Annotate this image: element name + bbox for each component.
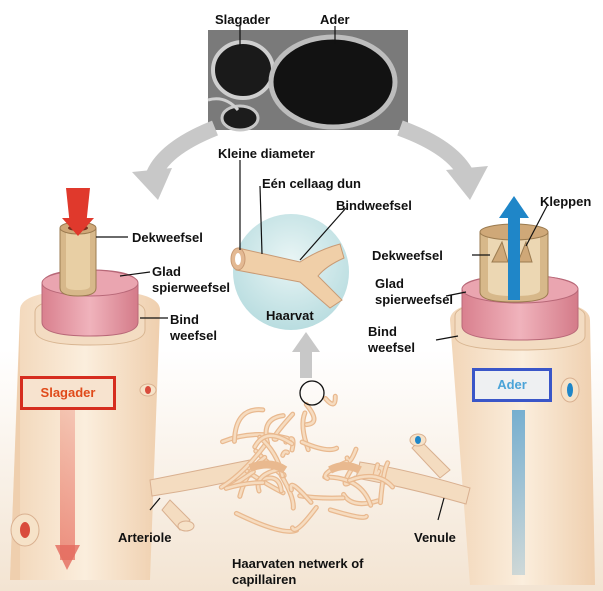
arteriole-label: Arteriole <box>118 530 171 545</box>
vein-connective-label-1: Bind <box>368 324 397 339</box>
capillary-connective-label: Bindweefsel <box>336 198 412 213</box>
network-caption-line-2: capillairen <box>232 572 296 587</box>
capillary-small-diameter-label: Kleine diameter <box>218 146 315 161</box>
vein-valves-label: Kleppen <box>540 194 591 209</box>
arrow-network-to-capillary-head <box>292 332 320 352</box>
capillary-one-cell-layer-label: Eén cellaag dun <box>262 176 361 191</box>
arrow-to-vein-head <box>446 166 488 200</box>
artery-connective-label-1: Bind <box>170 312 199 327</box>
artery-name-box: Slagader <box>20 376 116 410</box>
artery-connective-label-2: weefsel <box>170 328 217 343</box>
arteriole-end <box>178 521 194 531</box>
vein-connective-label-2: weefsel <box>368 340 415 355</box>
artery-muscle-label-1: Glad <box>152 264 181 279</box>
artery-layers <box>35 188 145 345</box>
vein-muscle-label-1: Glad <box>375 276 404 291</box>
capillary-feed <box>330 466 360 470</box>
venule-end-lumen <box>415 436 421 444</box>
vein-flow-arrow-shaft <box>508 214 520 300</box>
vein-name-box: Ader <box>472 368 552 402</box>
micrograph-photo <box>208 30 408 130</box>
capillary-name-label: Haarvat <box>266 308 314 323</box>
vein-flow-glow <box>512 410 525 575</box>
network-caption-line-1: Haarvaten netwerk of <box>232 556 364 571</box>
vein-endothelium-label: Dekweefsel <box>372 248 443 263</box>
vein-muscle-label-2: spierweefsel <box>375 292 453 307</box>
vein-flow-arrow-head <box>499 196 529 218</box>
venule-label: Venule <box>414 530 456 545</box>
artery-muscle-label-2: spierweefsel <box>152 280 230 295</box>
micrograph-vein-label: Ader <box>320 12 350 27</box>
micrograph-artery-label: Slagader <box>215 12 270 27</box>
artery-endothelium-label: Dekweefsel <box>132 230 203 245</box>
arrow-to-artery-head <box>132 168 172 200</box>
vein-layers <box>455 196 585 350</box>
